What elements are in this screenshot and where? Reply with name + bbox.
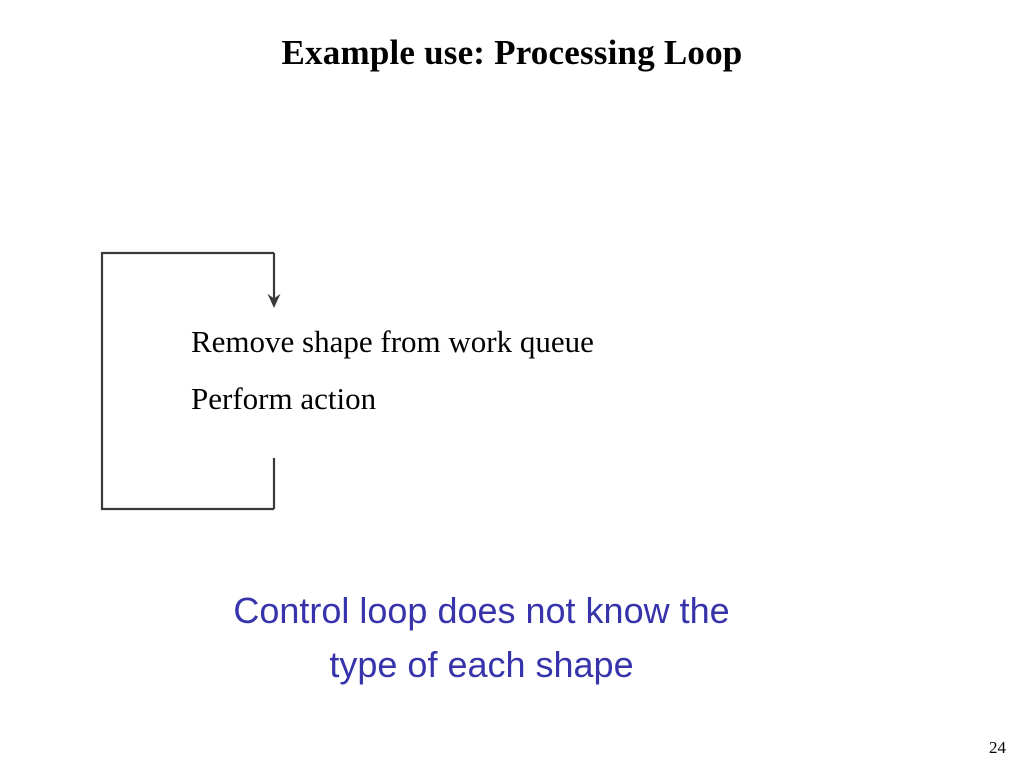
loop-arrow-head-icon [267, 293, 281, 308]
caption-block: Control loop does not know the type of e… [120, 584, 843, 692]
caption-line-1: Control loop does not know the [233, 590, 730, 631]
processing-loop-diagram [90, 240, 320, 530]
caption-line-2: type of each shape [329, 644, 634, 685]
step-item-remove-shape: Remove shape from work queue [191, 324, 594, 359]
page-number: 24 [989, 738, 1006, 757]
page-title: Example use: Processing Loop [281, 33, 743, 72]
loop-path-svg [100, 251, 281, 511]
step-list: Remove shape from work queue Perform act… [191, 313, 831, 427]
step-item-perform-action: Perform action [191, 381, 377, 416]
